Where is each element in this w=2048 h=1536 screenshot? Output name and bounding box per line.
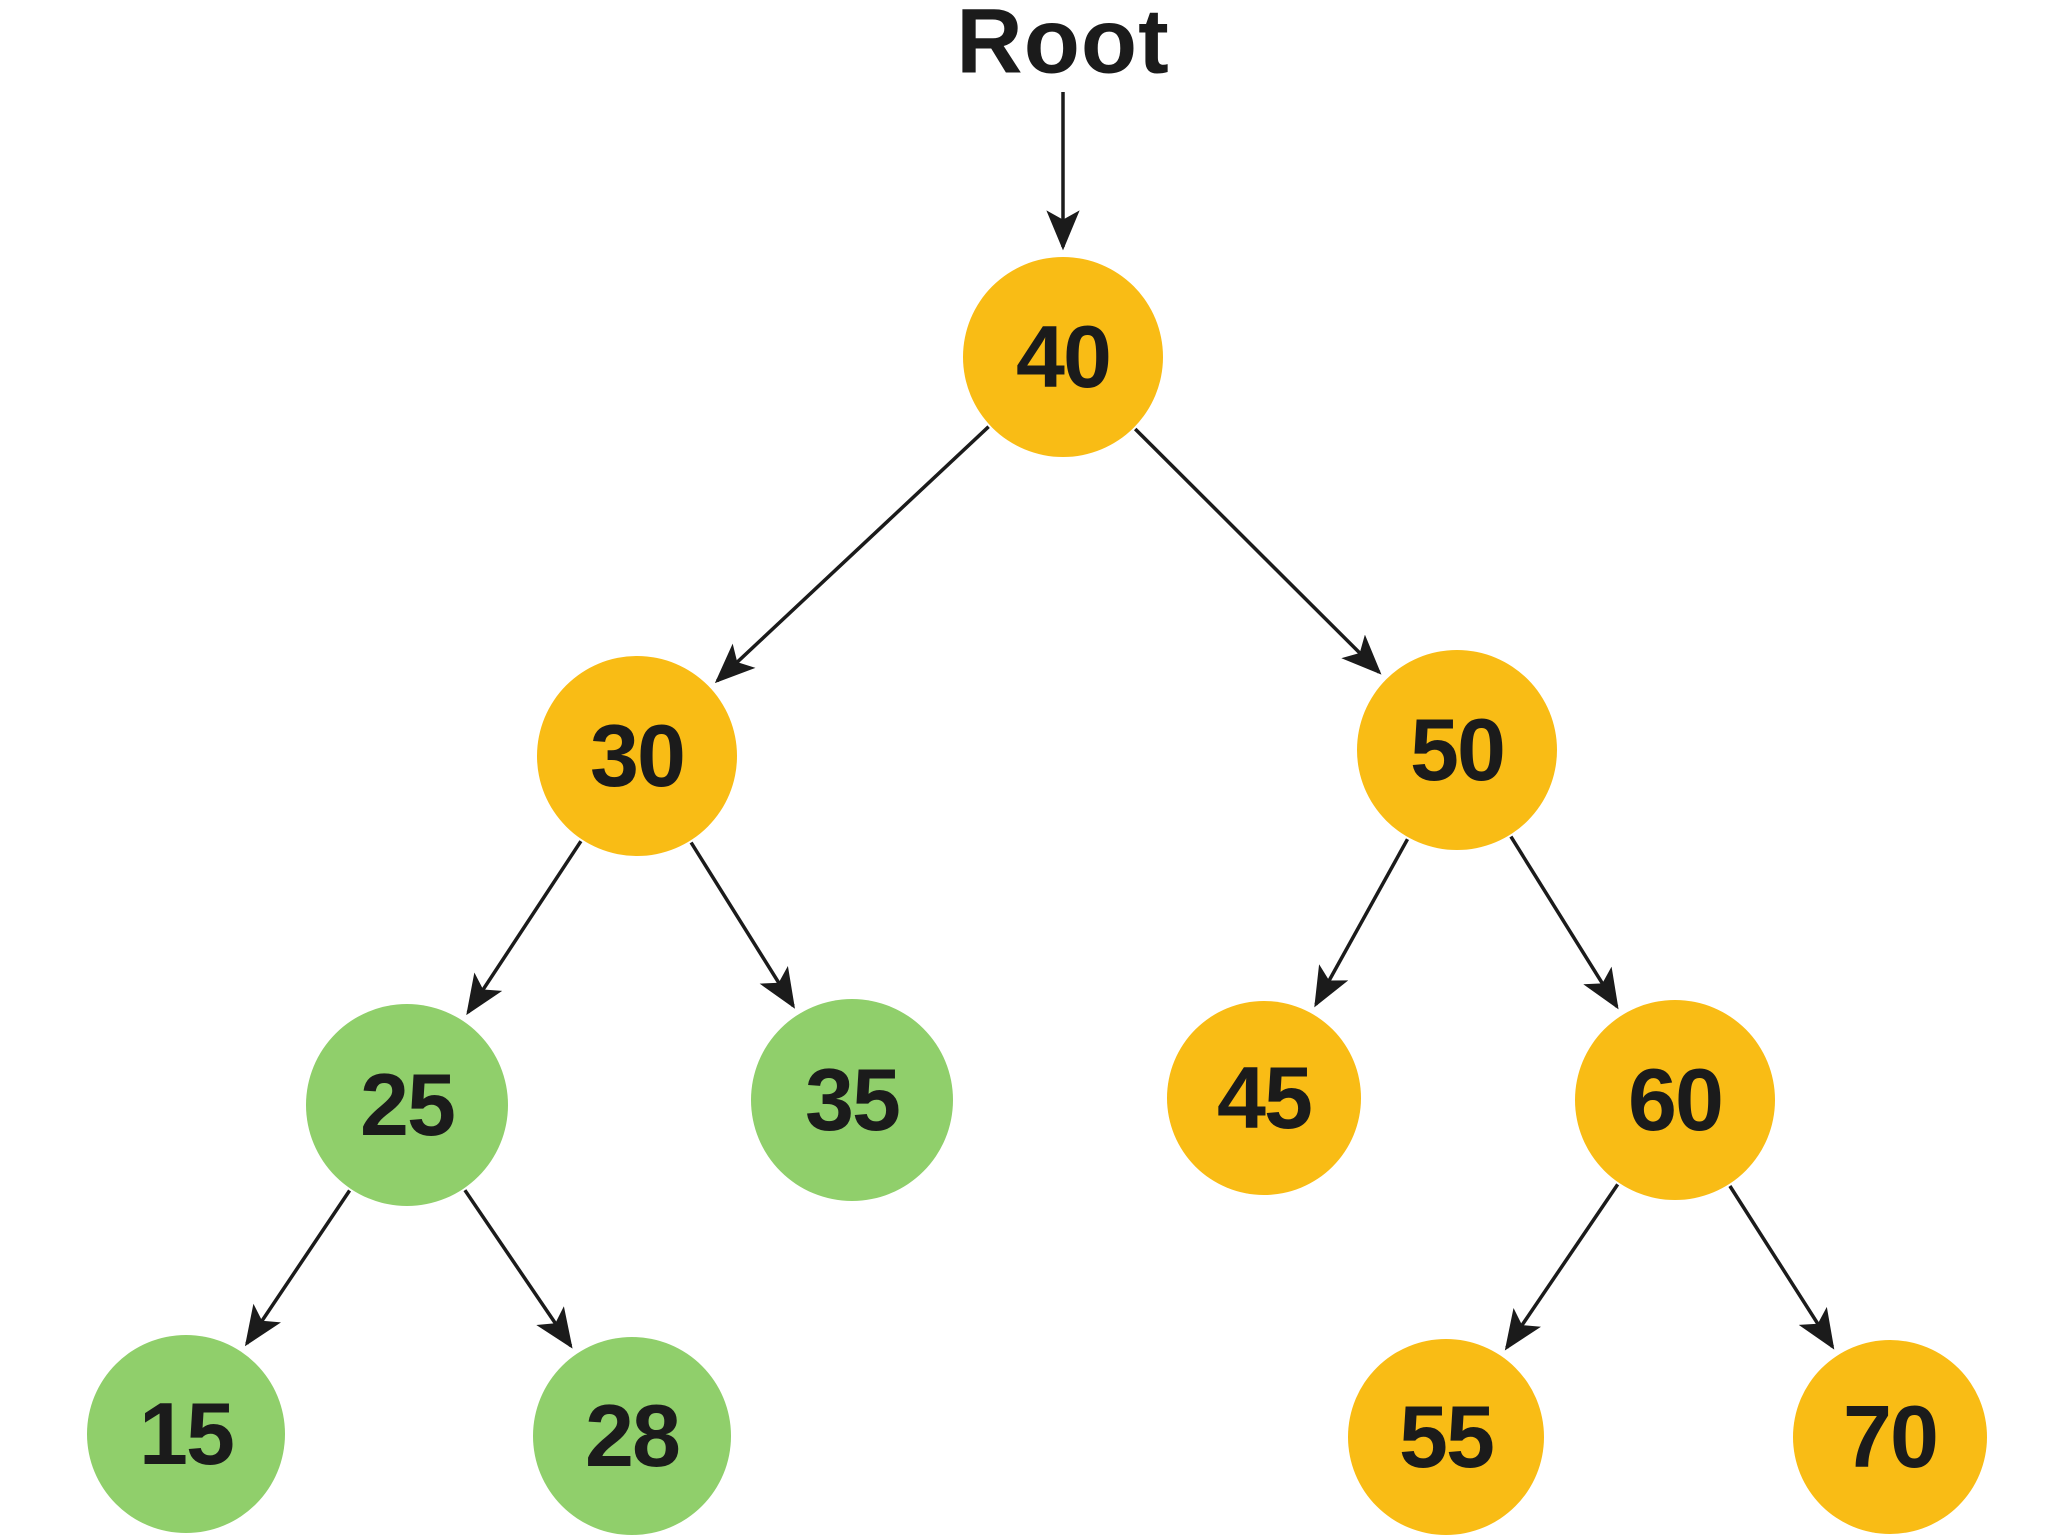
tree-node-40: 40 [963, 257, 1163, 457]
edge-30-25 [466, 840, 583, 1016]
tree-node-15: 15 [87, 1335, 285, 1533]
root-label: Root [956, 0, 1170, 93]
tree-node-28: 28 [533, 1337, 731, 1535]
tree-node-25: 25 [306, 1004, 508, 1206]
tree-node-55: 55 [1348, 1339, 1544, 1535]
edge-50-45 [1314, 838, 1410, 1008]
tree-node-50: 50 [1357, 650, 1557, 850]
tree-node-30: 30 [537, 656, 737, 856]
edge-30-35 [689, 841, 795, 1009]
tree-node-60: 60 [1575, 1000, 1775, 1200]
tree-node-45: 45 [1167, 1001, 1361, 1195]
edge-40-30 [714, 425, 990, 684]
edge-25-28 [463, 1189, 573, 1349]
tree-node-70: 70 [1793, 1340, 1987, 1534]
tree-node-35: 35 [751, 999, 953, 1201]
edge-40-50 [1133, 427, 1382, 675]
edge-60-55 [1504, 1183, 1620, 1351]
edge-25-15 [244, 1189, 352, 1347]
edge-60-70 [1728, 1185, 1835, 1350]
edge-group [244, 92, 1835, 1351]
edge-50-60 [1509, 835, 1619, 1010]
